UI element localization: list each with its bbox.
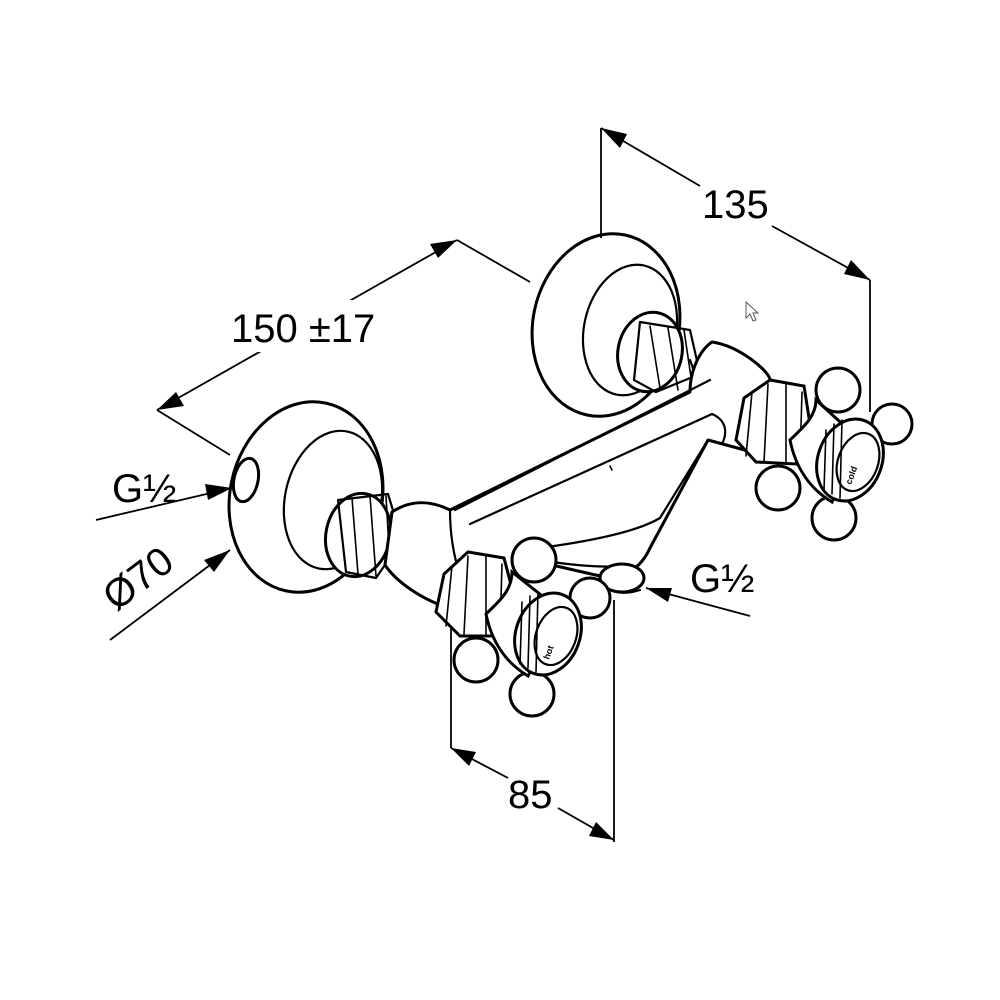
dimension-150-label: 150 ±17 [231,307,375,351]
dimension-135: 135 [600,127,871,412]
thread-left-callout: G½ [95,467,233,521]
thread-bottom-label: G½ [690,557,754,601]
dimension-135-label: 135 [702,183,769,227]
front-cross-handle[interactable]: hot [452,536,612,718]
dimension-150: 150 ±17 [156,239,531,456]
thread-bottom-callout: G½ [645,557,754,617]
thread-left-label: G½ [112,467,176,511]
dimension-85: 85 [450,600,615,842]
mouse-pointer-icon [745,300,760,322]
right-cross-handle[interactable]: cold [754,366,914,542]
rosette-diameter-label: Ø70 [95,539,182,620]
hot-cap-label: hot [541,644,555,661]
rosette-diameter-callout: Ø70 [95,539,231,641]
dimension-85-label: 85 [508,773,553,817]
left-wall-rosette [227,400,404,594]
